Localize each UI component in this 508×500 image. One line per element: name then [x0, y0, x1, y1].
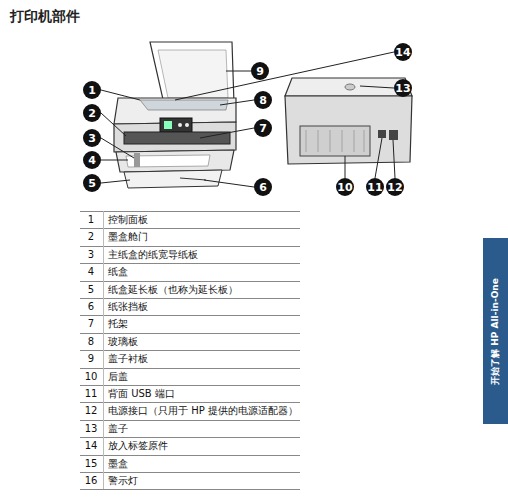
callout-number: 5	[83, 174, 101, 192]
callout-text: 12	[387, 182, 402, 193]
table-text: 盖子	[108, 420, 128, 437]
table-text: 墨盒	[108, 455, 128, 472]
callout-text: 11	[367, 182, 382, 193]
table-number: 4	[80, 263, 102, 280]
callout-text: 4	[88, 155, 96, 166]
table-rule	[80, 246, 300, 247]
callout-number: 6	[254, 178, 272, 196]
callout-number: 1	[83, 81, 101, 99]
table-text: 主纸盒的纸宽导纸板	[108, 246, 198, 263]
table-rule	[80, 333, 300, 334]
callout-number: 2	[83, 104, 101, 122]
callout-text: 3	[88, 133, 96, 144]
table-rule	[80, 281, 300, 282]
callout-number: 12	[386, 178, 404, 196]
table-number: 3	[80, 246, 102, 263]
table-rule	[80, 350, 300, 351]
table-rule	[80, 315, 300, 316]
callout-text: 1	[88, 85, 96, 96]
callout-text: 7	[259, 123, 267, 134]
table-number: 1	[80, 211, 102, 228]
callout-text: 10	[337, 182, 352, 193]
table-rule	[80, 263, 300, 264]
table-text: 玻璃板	[108, 333, 138, 350]
table-number: 14	[80, 437, 102, 454]
table-number: 15	[80, 455, 102, 472]
table-text: 背面 USB 端口	[108, 385, 175, 402]
table-number: 5	[80, 281, 102, 298]
table-rule	[80, 211, 300, 212]
table-text: 盖子衬板	[108, 350, 148, 367]
table-text: 纸盒	[108, 263, 128, 280]
table-number: 13	[80, 420, 102, 437]
table-number: 8	[80, 333, 102, 350]
table-number: 16	[80, 472, 102, 489]
callout-text: 6	[259, 182, 267, 193]
callout-text: 14	[395, 47, 410, 58]
table-rule	[80, 385, 300, 386]
table-number: 6	[80, 298, 102, 315]
table-text: 纸盒延长板（也称为延长板）	[108, 281, 238, 298]
callout-number: 13	[394, 79, 412, 97]
table-rule	[80, 455, 300, 456]
table-rule	[80, 298, 300, 299]
callout-text: 13	[395, 83, 410, 94]
table-text: 后盖	[108, 368, 128, 385]
table-text: 纸张挡板	[108, 298, 148, 315]
callout-text: 5	[88, 178, 96, 189]
page-title: 打印机部件	[10, 8, 80, 26]
callout-text: 8	[259, 95, 267, 106]
table-number: 9	[80, 350, 102, 367]
side-tab: 开始了解 HP All-in-One	[483, 238, 508, 424]
callout-number: 10	[336, 178, 354, 196]
callout-number: 3	[83, 129, 101, 147]
table-text: 电源接口（只用于 HP 提供的电源适配器）	[108, 402, 298, 419]
table-number: 7	[80, 315, 102, 332]
table-text: 警示灯	[108, 472, 138, 489]
table-rule	[80, 402, 300, 403]
table-divider	[103, 211, 104, 489]
callout-text: 2	[88, 108, 96, 119]
table-text: 放入标签原件	[108, 437, 168, 454]
table-number: 2	[80, 228, 102, 245]
callout-number: 11	[366, 178, 384, 196]
callout-number: 4	[83, 151, 101, 169]
table-rule	[80, 228, 300, 229]
callout-number: 8	[254, 91, 272, 109]
table-rule	[80, 489, 300, 490]
table-rule	[80, 472, 300, 473]
table-rule	[80, 437, 300, 438]
callout-number: 9	[251, 62, 269, 80]
table-rule	[80, 368, 300, 369]
table-number: 11	[80, 385, 102, 402]
table-number: 12	[80, 402, 102, 419]
callout-number: 14	[394, 43, 412, 61]
table-rule	[80, 420, 300, 421]
table-text: 控制面板	[108, 211, 148, 228]
callout-text: 9	[256, 66, 264, 77]
callout-number: 7	[254, 119, 272, 137]
table-text: 墨盒舱门	[108, 228, 148, 245]
tab-text: 开始了解 HP All-in-One	[489, 278, 502, 385]
table-number: 10	[80, 368, 102, 385]
table-text: 托架	[108, 315, 128, 332]
